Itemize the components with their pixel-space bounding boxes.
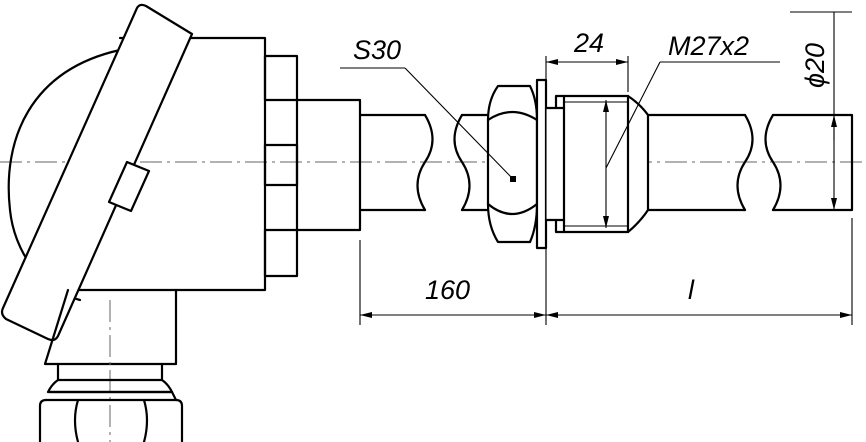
stem-segment-3 <box>646 113 747 212</box>
dim-label-wrench: S30 <box>353 35 401 65</box>
stem-segment-1 <box>358 113 427 212</box>
leader-wrench <box>404 67 514 180</box>
stem-segment-4 <box>771 113 854 212</box>
break-1a <box>416 113 434 212</box>
washer <box>535 78 548 250</box>
boss-top <box>263 54 299 102</box>
fitting-outline <box>544 94 650 234</box>
dim-label-160: 160 <box>425 275 470 305</box>
break-1b <box>453 113 471 212</box>
leader-thread <box>605 61 661 169</box>
gland-nut-faces <box>73 398 149 442</box>
break-2a <box>736 113 754 212</box>
stem-segment-2 <box>460 113 494 212</box>
threaded-fitting <box>544 94 650 234</box>
break-2b <box>764 113 782 212</box>
boss-bottom <box>263 228 299 278</box>
hex-nut <box>486 78 548 250</box>
leader-wrench-dot <box>510 176 516 182</box>
cover-latch <box>107 160 151 213</box>
fitting-chamfer <box>554 106 566 222</box>
gland-nut-top <box>48 390 178 402</box>
head-cover <box>0 3 194 342</box>
thread-roots <box>562 94 630 234</box>
gland-nut <box>38 398 184 442</box>
dim-label-24: 24 <box>573 28 604 58</box>
terminal-head <box>0 3 362 442</box>
stem <box>358 113 854 212</box>
dim-label-diameter: ϕ20 <box>800 43 830 88</box>
boss-middle <box>263 143 299 187</box>
dim-label-thread: M27x2 <box>668 31 749 61</box>
dim-label-l: l <box>688 275 695 305</box>
dimensions: 160 l 24 M27x2 ϕ20 S30 <box>340 11 853 325</box>
head-neck <box>295 98 362 232</box>
hex-nut-faces <box>486 110 539 216</box>
hex-nut-outline <box>486 84 539 244</box>
